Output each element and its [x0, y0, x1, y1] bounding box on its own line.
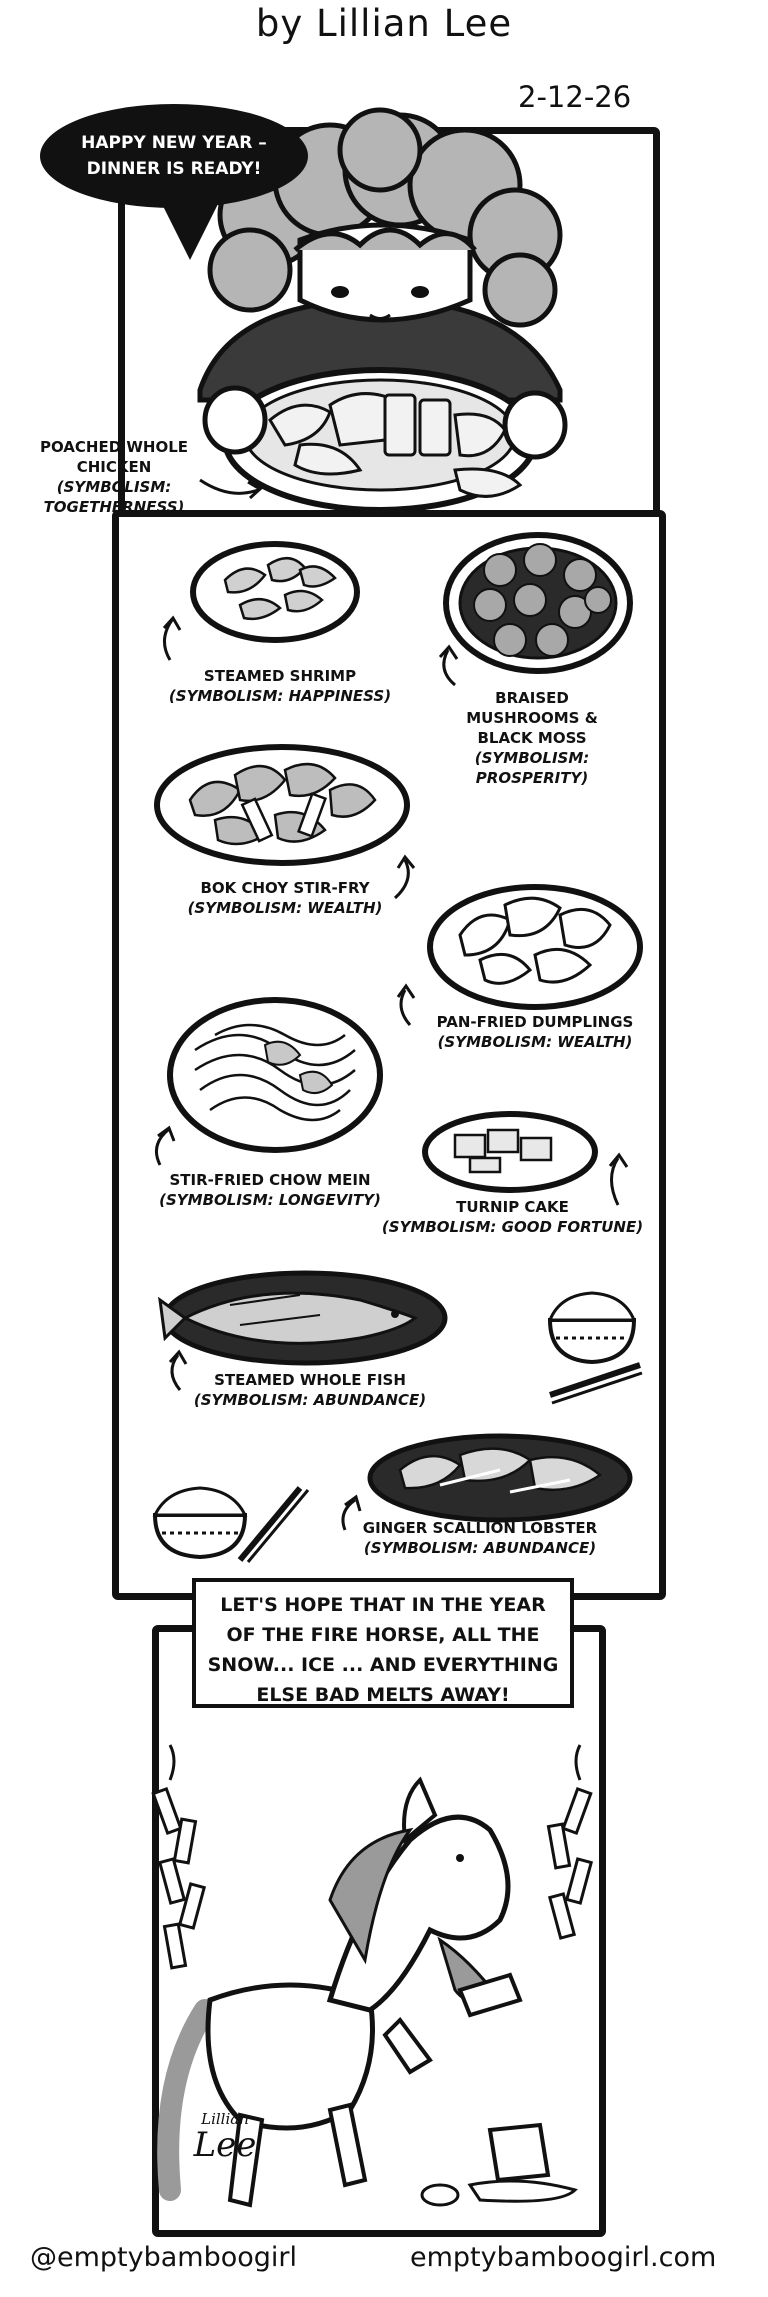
dumplings-plate — [427, 884, 643, 1010]
speech-line-2: DINNER IS READY! — [86, 159, 262, 179]
arrow-mushrooms — [442, 649, 456, 687]
label-fish: STEAMED WHOLE FISH(SYMBOLISM: ABUNDANCE) — [193, 1371, 427, 1409]
byline: by Lillian Lee — [255, 2, 513, 45]
rice-bowl-1 — [547, 1291, 637, 1365]
girl-eye-left — [331, 286, 349, 298]
girl-bangs — [293, 227, 477, 252]
label-dumplings: PAN-FRIED DUMPLINGS(SYMBOLISM: WEALTH) — [436, 1013, 634, 1051]
rice-bowl-2 — [152, 1486, 248, 1560]
caption-line-2: OF THE FIRE HORSE, ALL THE — [226, 1624, 540, 1646]
speech-line-1: HAPPY NEW YEAR – — [81, 133, 267, 153]
melting-ice — [420, 2122, 578, 2207]
lobster-plate — [367, 1433, 633, 1523]
mushroom-plate — [443, 532, 633, 674]
caption-line-4: ELSE BAD MELTS AWAY! — [256, 1684, 510, 1706]
arrow-fish — [170, 1354, 182, 1391]
caption-box: LET'S HOPE THAT IN THE YEAR OF THE FIRE … — [192, 1578, 574, 1708]
fish-plate — [158, 1270, 448, 1366]
label-shrimp: STEAMED SHRIMP(SYMBOLISM: HAPPINESS) — [168, 667, 392, 705]
girl-illustration — [197, 107, 563, 403]
caption-line-3: SNOW... ICE ... AND EVERYTHING — [207, 1654, 559, 1676]
chopsticks-1 — [549, 1362, 643, 1405]
hand-left — [202, 385, 268, 455]
curly-hair — [207, 107, 563, 328]
panel-2 — [112, 510, 666, 1600]
speech-bubble: HAPPY NEW YEAR – DINNER IS READY! — [40, 104, 308, 208]
chowmein-plate — [167, 997, 383, 1153]
footer-site[interactable]: emptybamboogirl.com — [410, 2242, 717, 2273]
label-bokchoy: BOK CHOY STIR-FRY(SYMBOLISM: WEALTH) — [187, 879, 383, 917]
shrimp-plate — [190, 541, 360, 643]
firecrackers-left — [151, 1744, 207, 1970]
turnip-plate — [422, 1111, 598, 1193]
bokchoy-plate — [154, 744, 410, 866]
arrow-chicken — [199, 478, 259, 495]
arrow-dumplings — [399, 989, 412, 1026]
girl-eye-right — [411, 286, 429, 298]
arrow-bokchoy — [393, 859, 410, 900]
artist-signature: Lillian Lee — [193, 2110, 257, 2165]
chicken-platter — [202, 367, 568, 513]
girl-smile — [369, 313, 391, 320]
hand-right — [502, 390, 568, 460]
comic-date: 2-12-26 — [518, 80, 632, 114]
bubble-tail — [160, 200, 220, 260]
footer-handle[interactable]: @emptybamboogirl — [30, 2242, 298, 2273]
arrow-lobster — [341, 1498, 356, 1531]
label-chowmein: STIR-FRIED CHOW MEIN(SYMBOLISM: LONGEVIT… — [159, 1171, 381, 1209]
arrow-turnip — [610, 1157, 620, 1206]
chopsticks-2 — [237, 1486, 310, 1563]
firecrackers-right — [546, 1744, 594, 1940]
horse-illustration — [157, 1776, 523, 2208]
arrow-chowmein — [154, 1128, 169, 1166]
label-turnip: TURNIP CAKE(SYMBOLISM: GOOD FORTUNE) — [381, 1198, 644, 1236]
caption-line-1: LET'S HOPE THAT IN THE YEAR — [220, 1594, 546, 1616]
label-lobster: GINGER SCALLION LOBSTER(SYMBOLISM: ABUND… — [362, 1519, 598, 1557]
